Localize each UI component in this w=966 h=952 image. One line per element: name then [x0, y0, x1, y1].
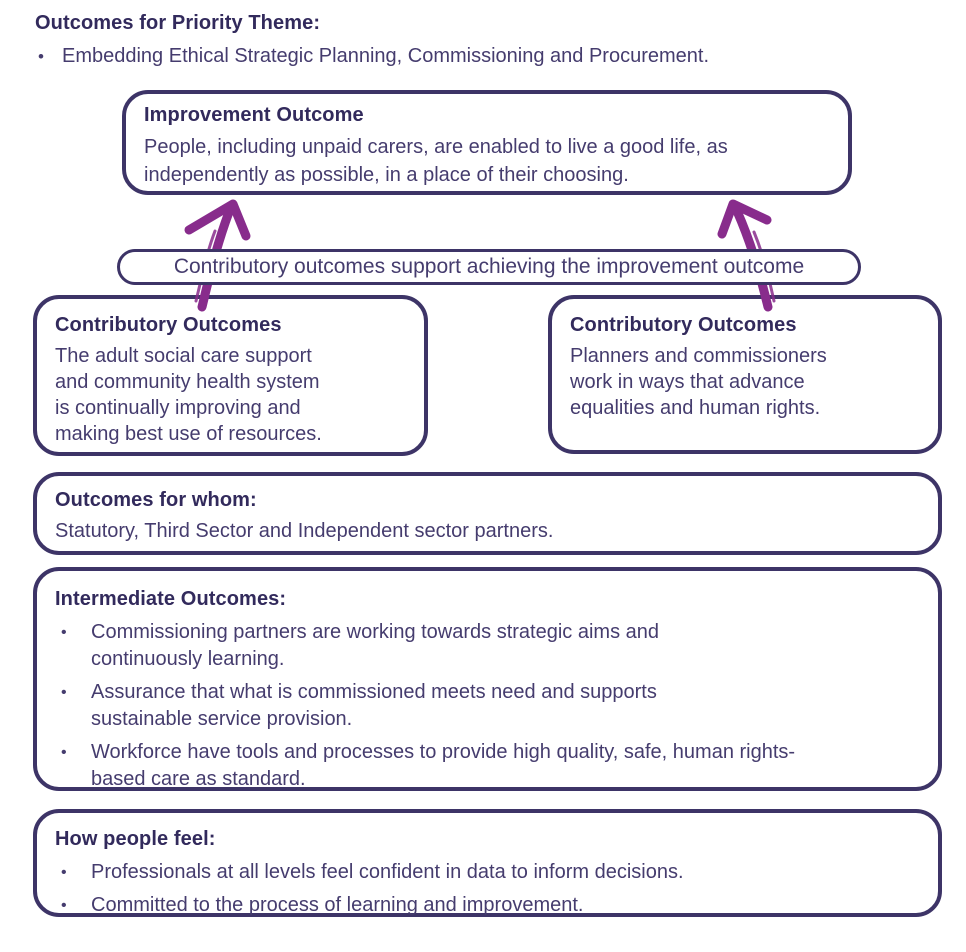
feel-bullet-2: Committed to the process of learning and…: [91, 894, 584, 916]
list-item: • Professionals at all levels feel confi…: [61, 859, 920, 886]
contributory-outcomes-right-box: Contributory Outcomes Planners and commi…: [548, 295, 942, 454]
bullet-dot: •: [61, 624, 67, 641]
how-people-feel-title: How people feel:: [55, 828, 216, 850]
contributory-left-body: The adult social care support and commun…: [55, 345, 322, 445]
bullet-dot: •: [61, 684, 67, 701]
how-people-feel-box: How people feel: • Professionals at all …: [33, 809, 942, 917]
intermediate-bullet-3: Workforce have tools and processes to pr…: [91, 741, 796, 790]
intermediate-bullet-1: Commissioning partners are working towar…: [91, 621, 660, 670]
outcomes-for-whom-title: Outcomes for whom:: [55, 489, 257, 511]
bullet-dot: •: [61, 897, 67, 914]
connector-pill: Contributory outcomes support achieving …: [117, 249, 861, 285]
bullet-dot: •: [61, 864, 67, 881]
improvement-outcome-box: Improvement Outcome People, including un…: [122, 90, 852, 195]
feel-bullet-1: Professionals at all levels feel confide…: [91, 861, 684, 883]
priority-theme-bullet: • Embedding Ethical Strategic Planning, …: [38, 43, 709, 70]
outcomes-for-whom-box: Outcomes for whom: Statutory, Third Sect…: [33, 472, 942, 555]
connector-label: Contributory outcomes support achieving …: [173, 255, 805, 278]
bullet-dot: •: [38, 47, 44, 66]
improvement-outcome-title: Improvement Outcome: [144, 104, 364, 126]
contributory-right-body: Planners and commissioners work in ways …: [570, 345, 827, 419]
list-item: • Assurance that what is commissioned me…: [61, 679, 920, 733]
contributory-left-title: Contributory Outcomes: [55, 314, 282, 336]
improvement-outcome-body: People, including unpaid carers, are ena…: [144, 136, 728, 186]
intermediate-outcomes-box: Intermediate Outcomes: • Commissioning p…: [33, 567, 942, 791]
contributory-outcomes-left-box: Contributory Outcomes The adult social c…: [33, 295, 428, 456]
list-item: • Commissioning partners are working tow…: [61, 619, 920, 673]
bullet-dot: •: [61, 744, 67, 761]
list-item: • Committed to the process of learning a…: [61, 892, 920, 919]
intermediate-bullet-2: Assurance that what is commissioned meet…: [91, 681, 657, 730]
list-item: • Workforce have tools and processes to …: [61, 739, 920, 793]
intermediate-outcomes-title: Intermediate Outcomes:: [55, 588, 287, 610]
contributory-right-title: Contributory Outcomes: [570, 314, 797, 336]
outcomes-for-whom-body: Statutory, Third Sector and Independent …: [55, 520, 554, 542]
page-title: Outcomes for Priority Theme:: [35, 12, 321, 34]
priority-theme-text: Embedding Ethical Strategic Planning, Co…: [62, 45, 710, 67]
